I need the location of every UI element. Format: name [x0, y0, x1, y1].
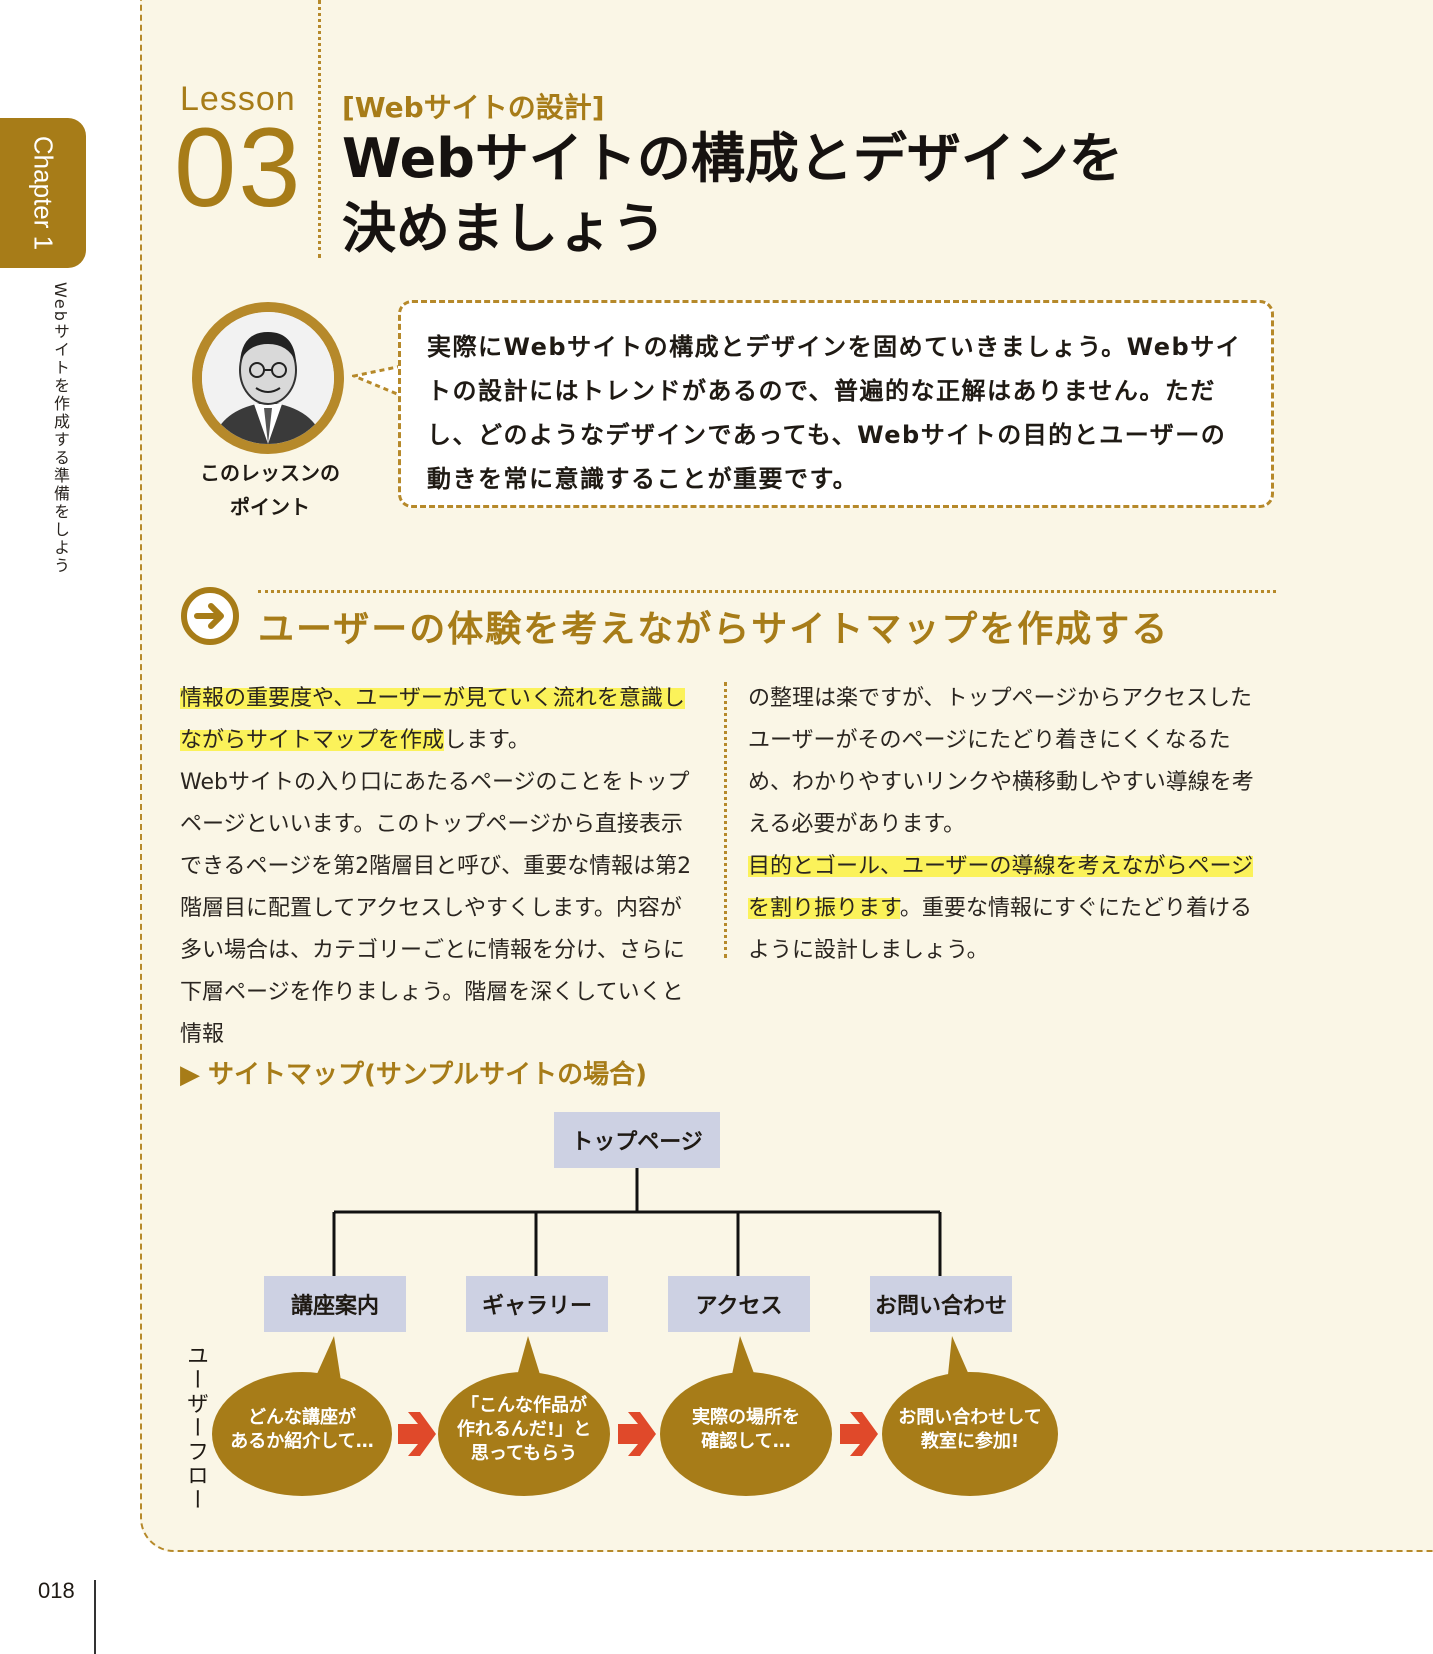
section-heading-rule — [258, 590, 1276, 593]
triangle-right-icon: ▶ — [180, 1060, 200, 1090]
point-caption-line-2: ポイント — [230, 495, 310, 519]
flow-bubble-4 — [882, 1336, 1058, 1496]
column-divider — [724, 682, 727, 958]
sitemap-box-courses: 講座案内 — [264, 1276, 406, 1332]
section-heading: ユーザーの体験を考えながらサイトマップを作成する — [258, 609, 1170, 650]
chapter-subtitle: Webサイトを作成する準備をしよう — [51, 282, 70, 575]
flow-arrow-icon — [618, 1412, 656, 1456]
flow-bubble-1 — [212, 1336, 392, 1496]
page-title-line-1: Webサイトの構成とデザインを — [342, 127, 1123, 190]
flow-text-2: 「こんな作品が 作れるんだ!」と 思ってもらう — [457, 1394, 591, 1466]
flow-bubble-2 — [438, 1336, 610, 1496]
flow-text-4: お問い合わせして 教室に参加! — [898, 1406, 1041, 1454]
flow-bubble-3 — [660, 1336, 832, 1496]
flow-text-1: どんな講座が あるか紹介して… — [230, 1406, 373, 1454]
user-flow-label: ユーザーフロー — [183, 1344, 208, 1512]
arrow-circle-icon — [181, 587, 239, 645]
page-number-rule — [94, 1580, 96, 1654]
figure-caption-text: サイトマップ(サンプルサイトの場合) — [208, 1060, 647, 1090]
lesson-number: 03 — [174, 105, 303, 230]
speech-tail-icon — [352, 364, 403, 398]
point-caption-line-1: このレッスンの — [200, 461, 340, 485]
sitemap-box-contact: お問い合わせ — [870, 1276, 1012, 1332]
figure-caption: ▶ サイトマップ(サンプルサイトの場合) — [180, 1054, 647, 1091]
flow-text-line: どんな講座が — [248, 1407, 356, 1428]
title-divider — [318, 0, 321, 258]
page-number: 018 — [38, 1578, 75, 1603]
body-text: 。重要な情報にすぐにたどり着けるように設計しましょう。 — [748, 896, 1253, 963]
flow-arrow-icon — [398, 1412, 436, 1456]
body-paragraph: の整理は楽ですが、トップページからアクセスしたユーザーがそのページにたどり着きに… — [748, 686, 1254, 837]
flow-text-line: 作れるんだ!」と — [456, 1419, 592, 1440]
body-column-right: の整理は楽ですが、トップページからアクセスしたユーザーがそのページにたどり着きに… — [748, 678, 1270, 972]
body-text: します。 — [444, 728, 530, 753]
flow-text-line: 実際の場所を — [692, 1407, 800, 1428]
point-caption: このレッスンの ポイント — [180, 456, 360, 524]
sitemap-box-gallery: ギャラリー — [466, 1276, 608, 1332]
flow-text-3: 実際の場所を 確認して… — [692, 1406, 800, 1454]
flow-text-line: 「こんな作品が — [461, 1395, 587, 1416]
lesson-label: Lesson — [180, 80, 296, 118]
flow-text-line: 確認して… — [701, 1431, 791, 1452]
flow-text-line: お問い合わせして — [898, 1407, 1042, 1428]
point-bubble: 実際にWebサイトの構成とデザインを固めていきましょう。Webサイトの設計にはト… — [398, 300, 1274, 508]
author-portrait-icon — [202, 312, 334, 444]
sitemap-box-access: アクセス — [668, 1276, 810, 1332]
page-title-line-2: 決めましょう — [342, 197, 666, 260]
flow-arrow-icon — [840, 1412, 878, 1456]
flow-text-line: 教室に参加! — [920, 1431, 1020, 1452]
flow-text-line: 思ってもらう — [470, 1443, 578, 1464]
chapter-tab: Chapter 1 — [0, 118, 86, 268]
sitemap-box-top: トップページ — [554, 1112, 720, 1168]
lesson-category: [Webサイトの設計] — [342, 91, 605, 124]
body-column-left: 情報の重要度や、ユーザーが見ていく流れを意識しながらサイトマップを作成します。 … — [180, 678, 702, 1056]
flow-text-line: あるか紹介して… — [230, 1431, 374, 1452]
author-avatar — [192, 302, 344, 454]
page-title: Webサイトの構成とデザインを 決めましょう — [342, 124, 1222, 264]
body-paragraph: Webサイトの入り口にあたるページのことをトップページといいます。このトップペー… — [180, 770, 692, 1047]
